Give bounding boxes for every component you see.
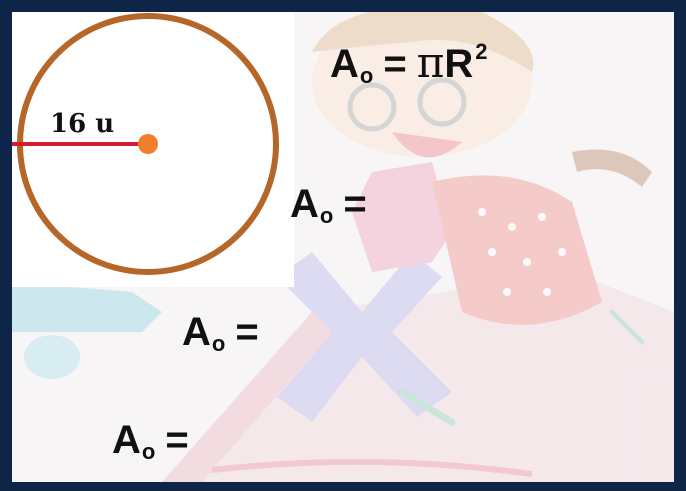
area-symbol: A [330,42,359,86]
exponent: 2 [475,39,488,64]
circle-diagram: 16 u [12,13,279,275]
area-subscript: o [359,63,374,88]
area-subscript: o [211,331,226,356]
radius-variable: R [444,42,474,86]
area-symbol: A [112,418,141,462]
equals-sign: = [343,182,367,226]
area-subscript: o [319,203,334,228]
equals-sign: = [383,42,407,86]
area-symbol: A [182,310,211,354]
circle-diagram-box: 16 u [12,12,294,287]
area-step-2: Ao = [182,310,259,355]
area-formula: Ao =πR2 [330,39,488,87]
area-subscript: o [141,439,156,464]
area-step-3: Ao = [112,418,189,463]
pi-symbol: π [416,38,445,87]
slide-panel: 16 u Ao=πR2 Ao= Ao= Ao= [12,12,674,482]
area-step-1: Ao = [290,182,367,227]
equals-sign: = [165,418,189,462]
equals-sign: = [235,310,259,354]
radius-label: 16 u [50,109,114,139]
center-dot [138,134,158,154]
cartoon-background-illustration [12,12,674,482]
area-symbol: A [290,182,319,226]
